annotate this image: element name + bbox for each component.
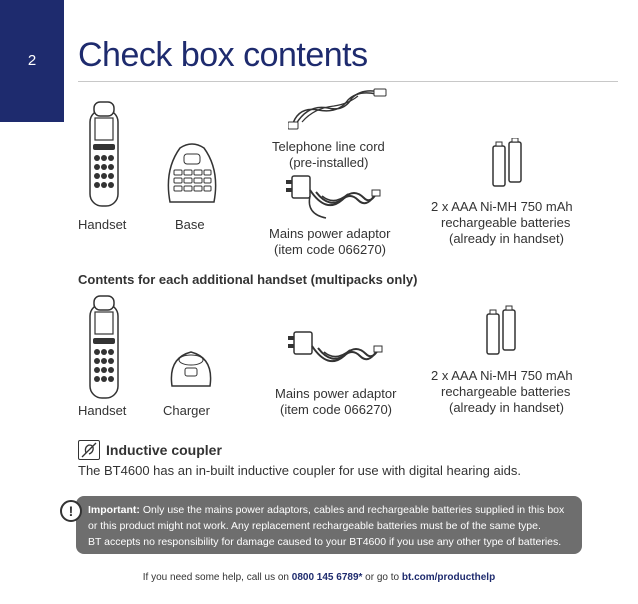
footer-url-link[interactable]: bt.com/producthelp (401, 572, 496, 583)
mains-adaptor-label-line2: (item code 066270) (274, 242, 387, 257)
additional-batteries-label-line3: (already in handset) (449, 400, 564, 415)
important-line1-text: Only use the mains power adaptors, cable… (139, 504, 565, 516)
inductive-coupler-row: Inductive coupler (78, 440, 222, 460)
footer-prefix: If you need some help, call us on (142, 572, 292, 583)
hearing-aid-icon (78, 440, 100, 460)
important-line3: BT accepts no responsibility for damage … (88, 536, 562, 548)
help-footer: If you need some help, call us on 0800 1… (0, 572, 638, 583)
additional-handset-illustration (89, 295, 119, 399)
handset-illustration (89, 101, 119, 207)
batteries-label-line2: rechargeable batteries (441, 215, 571, 230)
footer-phone: 0800 145 6789* (291, 572, 363, 583)
charger-illustration (170, 351, 212, 387)
base-illustration (167, 143, 217, 203)
mains-adaptor-label-line1: Mains power adaptor (269, 226, 391, 241)
line-cord-label-line2: (pre-installed) (289, 155, 369, 170)
page-tab (0, 0, 64, 122)
additional-batteries-label-line1: 2 x AAA Ni-MH 750 mAh (431, 368, 573, 383)
page-number: 2 (27, 52, 37, 69)
line-cord-label-line1: Telephone line cord (272, 139, 385, 154)
additional-adaptor-label-line2: (item code 066270) (280, 402, 393, 417)
important-notice: Important: Only use the mains power adap… (76, 496, 582, 554)
footer-middle: or go to (362, 572, 402, 583)
additional-adaptor-label-line1: Mains power adaptor (275, 386, 397, 401)
warning-icon: ! (60, 500, 82, 522)
mains-adaptor-illustration (286, 175, 381, 219)
important-line2: or this product might not work. Any repl… (88, 520, 541, 532)
batteries-label-line1: 2 x AAA Ni-MH 750 mAh (431, 199, 573, 214)
page-title: Check box contents (78, 36, 368, 74)
batteries-label-line3: (already in handset) (449, 231, 564, 246)
important-line1: Important: Only use the mains power adap… (88, 502, 572, 518)
batteries-illustration (492, 138, 522, 187)
additional-batteries-label-line2: rechargeable batteries (441, 384, 571, 399)
additional-handset-heading: Contents for each additional handset (mu… (78, 272, 418, 287)
charger-label: Charger (163, 403, 210, 418)
base-label: Base (175, 217, 205, 232)
important-label: Important: (88, 504, 140, 516)
additional-handset-label: Handset (78, 403, 127, 418)
inductive-coupler-title: Inductive coupler (106, 442, 222, 458)
line-cord-illustration (288, 88, 387, 130)
additional-mains-adaptor-illustration (288, 331, 383, 363)
handset-label: Handset (78, 217, 127, 232)
inductive-coupler-text: The BT4600 has an in-built inductive cou… (78, 463, 521, 478)
additional-batteries-illustration (486, 305, 516, 355)
title-divider (78, 81, 618, 82)
